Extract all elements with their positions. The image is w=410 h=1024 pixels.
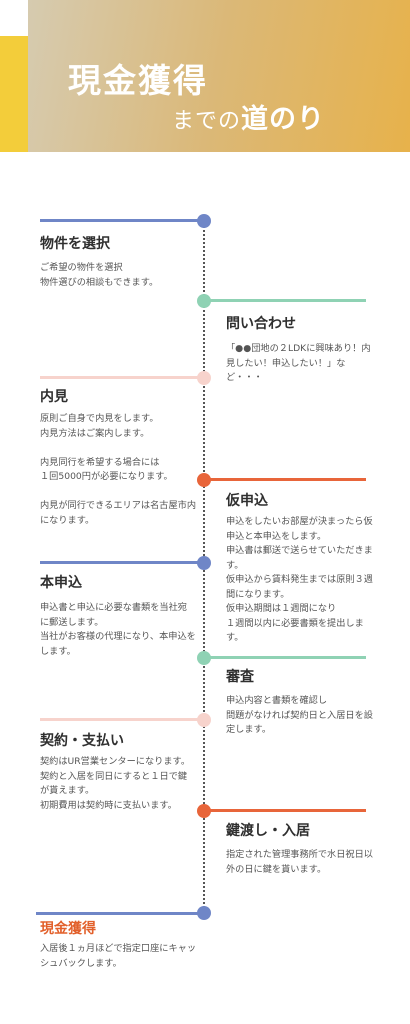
- step-title-4: 仮申込: [226, 493, 268, 509]
- step-desc-6: 申込内容と書類を確認し 問題がなければ契約日と入居日を設定します。: [226, 695, 373, 735]
- step-desc-2: 「●●団地の２LDKに興味あり！内見したい！申込したい！」など・・・: [226, 343, 371, 383]
- step-desc-1: ご希望の物件を選択 物件選びの相談もできます。: [40, 262, 159, 288]
- step-dot-5: [197, 556, 211, 570]
- step-title-6: 審査: [226, 669, 254, 685]
- step-dot-4: [197, 473, 211, 487]
- step-dot-6: [197, 651, 211, 665]
- step-desc-9: 入居後１ヵ月ほどで指定口座にキャッシュバックします。: [40, 943, 197, 969]
- step-desc-7: 契約はUR営業センターになります。契約と入居を同日にすると１日で鍵が貰えます。 …: [40, 756, 191, 811]
- step-title-2: 問い合わせ: [226, 316, 296, 332]
- step-dot-8: [197, 804, 211, 818]
- step-line-2: [204, 299, 366, 302]
- step-line-7: [40, 718, 203, 721]
- step-desc-8: 指定された管理事務所で水日祝日以外の日に鍵を貰います。: [226, 849, 373, 875]
- step-dot-1: [197, 214, 211, 228]
- step-line-4: [204, 478, 366, 481]
- step-desc-4: 申込をしたいお部屋が決まったら仮申込と本申込をします。 申込書は郵送で送らせてい…: [226, 516, 373, 643]
- step-title-7: 契約・支払い: [40, 733, 124, 749]
- step-dot-7: [197, 713, 211, 727]
- page-title: 現金獲得: [68, 61, 208, 100]
- step-line-3: [40, 376, 203, 379]
- step-title-3: 内見: [40, 389, 68, 405]
- step-line-5: [40, 561, 203, 564]
- step-dot-2: [197, 294, 211, 308]
- header-banner: [28, 0, 410, 152]
- step-desc-3: 原則ご自身で内見をします。 内見方法はご案内します。 内見同行を希望する場合には…: [40, 413, 197, 526]
- step-title-5: 本申込: [40, 575, 82, 591]
- page-subtitle: までの道のり: [172, 97, 325, 136]
- step-line-1: [40, 219, 203, 222]
- header-accent-bar: [0, 36, 28, 152]
- step-dot-3: [197, 371, 211, 385]
- step-desc-5: 申込書と申込に必要な書類を当社宛に郵送します。 当社がお客様の代理になり、本申込…: [40, 602, 196, 657]
- step-title-8: 鍵渡し・入居: [226, 823, 310, 839]
- step-line-6: [204, 656, 366, 659]
- step-line-9: [36, 912, 203, 915]
- subtitle-prefix: までの: [172, 109, 242, 134]
- step-title-9: 現金獲得: [40, 921, 96, 937]
- subtitle-main: 道のり: [241, 104, 326, 135]
- step-dot-9: [197, 906, 211, 920]
- step-line-8: [204, 809, 366, 812]
- step-title-1: 物件を選択: [40, 236, 110, 252]
